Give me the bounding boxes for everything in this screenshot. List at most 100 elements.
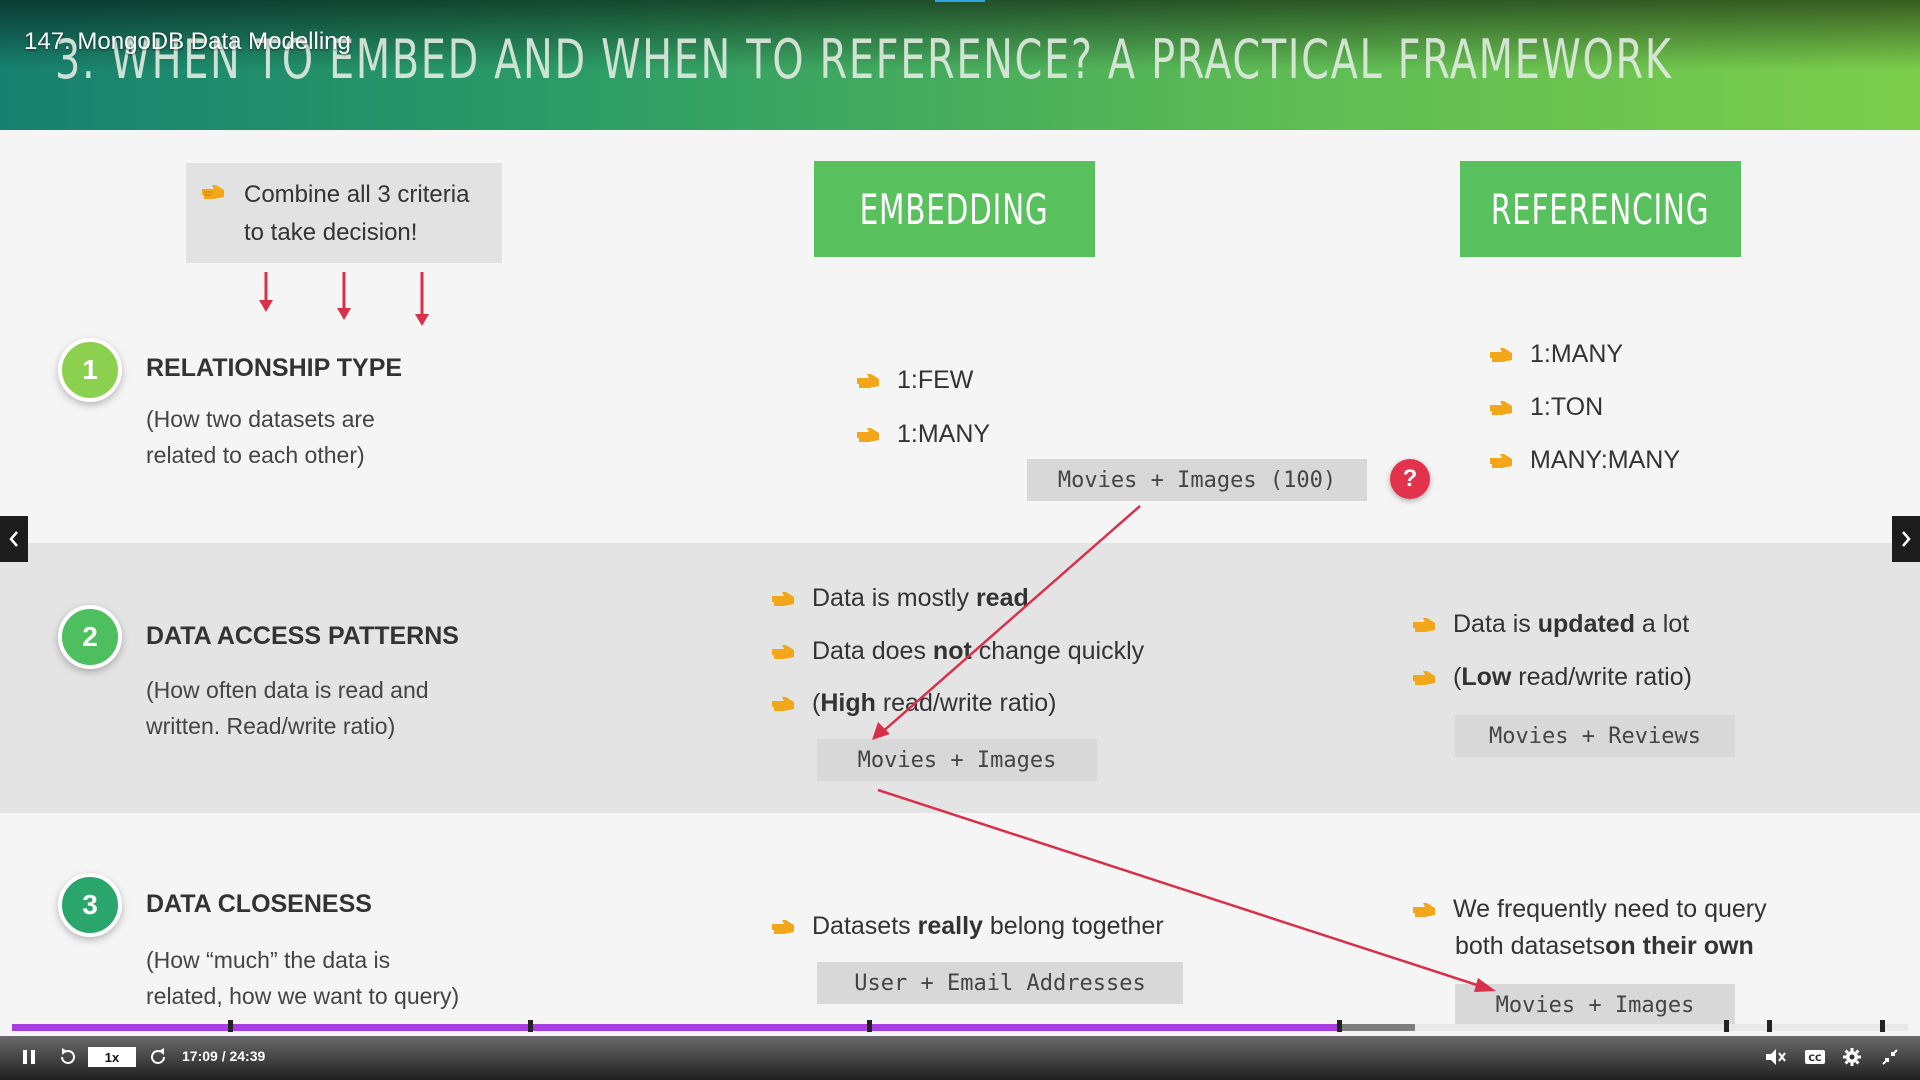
criterion-2-badge: 2 <box>58 605 122 669</box>
settings-button[interactable] <box>1840 1045 1864 1069</box>
slide-title: 3. WHEN TO EMBED AND WHEN TO REFERENCE? … <box>55 28 1673 91</box>
embedding-header: EMBEDDING <box>814 161 1095 257</box>
row1-ref-bullet-3: MANY:MANY <box>1488 446 1680 475</box>
pointing-hand-icon <box>770 643 798 661</box>
pointing-hand-icon <box>1488 346 1516 364</box>
chapter-marker <box>228 1020 233 1032</box>
question-badge: ? <box>1390 459 1430 499</box>
bullet-text: Data does not change quickly <box>812 637 1145 665</box>
row3-ref-bullet-1-cont: both datasets on their own <box>1455 932 1754 960</box>
criterion-3-badge: 3 <box>58 873 122 937</box>
arrow-row2-to-row3 <box>877 788 1481 988</box>
arrow-row1-to-row2 <box>879 505 1141 735</box>
hint-line-1: Combine all 3 criteria <box>244 181 470 208</box>
forward-icon <box>151 1048 165 1064</box>
closed-captions-icon: CC <box>1805 1050 1825 1064</box>
row1-ref-bullet-2: 1:TON <box>1488 393 1603 422</box>
pointing-hand-icon <box>1411 669 1439 687</box>
muted-speaker-icon <box>1766 1049 1786 1065</box>
pointing-hand-icon <box>770 695 798 713</box>
pause-icon <box>23 1050 35 1064</box>
bullet-text: (High read/write ratio) <box>812 689 1057 717</box>
chapter-marker <box>528 1020 533 1032</box>
hint-box: Combine all 3 criteria to take decision! <box>186 163 502 263</box>
svg-text:CC: CC <box>1808 1054 1822 1064</box>
exit-fullscreen-button[interactable] <box>1878 1045 1902 1069</box>
row3-ref-example: Movies + Images <box>1455 984 1735 1026</box>
criterion-3-desc-1: (How “much” the data is <box>146 947 391 973</box>
bullet-text: Data is mostly read <box>812 584 1029 612</box>
row2-embed-example: Movies + Images <box>817 739 1097 781</box>
row1-ref-bullet-1: 1:MANY <box>1488 340 1623 369</box>
pointing-hand-icon <box>770 918 798 936</box>
row2-ref-example: Movies + Reviews <box>1455 715 1735 757</box>
pointing-hand-icon <box>1411 616 1439 634</box>
chevron-left-icon <box>9 531 18 547</box>
criterion-2-title: DATA ACCESS PATTERNS <box>146 622 459 650</box>
referencing-header: REFERENCING <box>1460 161 1741 257</box>
pointing-hand-icon <box>1411 901 1439 919</box>
bullet-text: We frequently need to query <box>1453 895 1767 923</box>
row1-embed-example: Movies + Images (100) <box>1027 459 1367 501</box>
bullet-text: 1:FEW <box>897 366 974 394</box>
pause-button[interactable] <box>18 1046 40 1068</box>
row1-embed-bullet-1: 1:FEW <box>855 366 973 395</box>
criterion-2-desc-2: written. Read/write ratio) <box>146 713 396 739</box>
previous-slide-button[interactable] <box>0 516 28 562</box>
bullet-text: 1:TON <box>1530 393 1604 421</box>
chapter-marker <box>1880 1020 1885 1032</box>
criterion-1-title: RELATIONSHIP TYPE <box>146 354 403 382</box>
pointing-hand-icon <box>855 426 883 444</box>
pointing-hand-icon <box>1488 399 1516 417</box>
bullet-text: 1:MANY <box>897 420 991 448</box>
row2-embed-bullet-3: (High read/write ratio) <box>770 689 1057 718</box>
bullet-text: Datasets really belong together <box>812 912 1164 940</box>
row1-embed-bullet-2: 1:MANY <box>855 420 990 449</box>
lecture-title: 147. MongoDB Data Modelling <box>24 28 351 55</box>
slide-header <box>0 0 1920 130</box>
criterion-1-desc-1: (How two datasets are <box>146 406 375 432</box>
row2-embed-bullet-2: Data does not change quickly <box>770 637 1144 666</box>
criterion-3-title: DATA CLOSENESS <box>146 890 372 918</box>
rewind-icon <box>61 1048 75 1064</box>
chevron-right-icon <box>1902 531 1911 547</box>
criterion-1-desc-2: related to each other) <box>146 442 365 468</box>
criterion-1-badge: 1 <box>58 338 122 402</box>
row3-embed-example: User + Email Addresses <box>817 962 1183 1004</box>
arrowhead-1 <box>872 722 890 740</box>
bullet-text: (Low read/write ratio) <box>1453 663 1692 691</box>
hint-line-2: to take decision! <box>244 219 418 246</box>
progress-played <box>12 1024 1340 1031</box>
chapter-marker <box>1337 1020 1342 1032</box>
next-slide-button[interactable] <box>1892 516 1920 562</box>
pointing-hand-icon <box>200 183 228 201</box>
chapter-marker <box>867 1020 872 1032</box>
bullet-text: Data is updated a lot <box>1453 610 1690 638</box>
criterion-2-desc-1: (How often data is read and <box>146 677 429 703</box>
captions-button[interactable]: CC <box>1802 1046 1828 1068</box>
exit-fullscreen-icon <box>1882 1049 1898 1065</box>
bullet-text: MANY:MANY <box>1530 446 1681 474</box>
chapter-marker <box>1767 1020 1772 1032</box>
row2-ref-bullet-1: Data is updated a lot <box>1411 610 1689 639</box>
playback-speed-button[interactable]: 1x <box>88 1047 136 1067</box>
down-arrows <box>259 272 429 326</box>
mute-button[interactable] <box>1764 1046 1788 1068</box>
player-controls <box>0 1036 1920 1080</box>
chapter-marker <box>1724 1020 1729 1032</box>
row3-embed-bullet-1: Datasets really belong together <box>770 912 1164 941</box>
pointing-hand-icon <box>770 590 798 608</box>
arrowhead-2 <box>1474 978 1496 992</box>
gear-icon <box>1843 1048 1861 1066</box>
forward-button[interactable] <box>146 1045 170 1069</box>
top-indicator <box>935 0 985 2</box>
row3-ref-bullet-1: We frequently need to query <box>1411 895 1767 924</box>
row2-embed-bullet-1: Data is mostly read <box>770 584 1029 613</box>
criterion-3-desc-2: related, how we want to query) <box>146 983 460 1009</box>
pointing-hand-icon <box>855 372 883 390</box>
rewind-button[interactable] <box>56 1045 80 1069</box>
row2-ref-bullet-2: (Low read/write ratio) <box>1411 663 1692 692</box>
time-display: 17:09 / 24:39 <box>182 1048 266 1064</box>
bullet-text: 1:MANY <box>1530 340 1624 368</box>
